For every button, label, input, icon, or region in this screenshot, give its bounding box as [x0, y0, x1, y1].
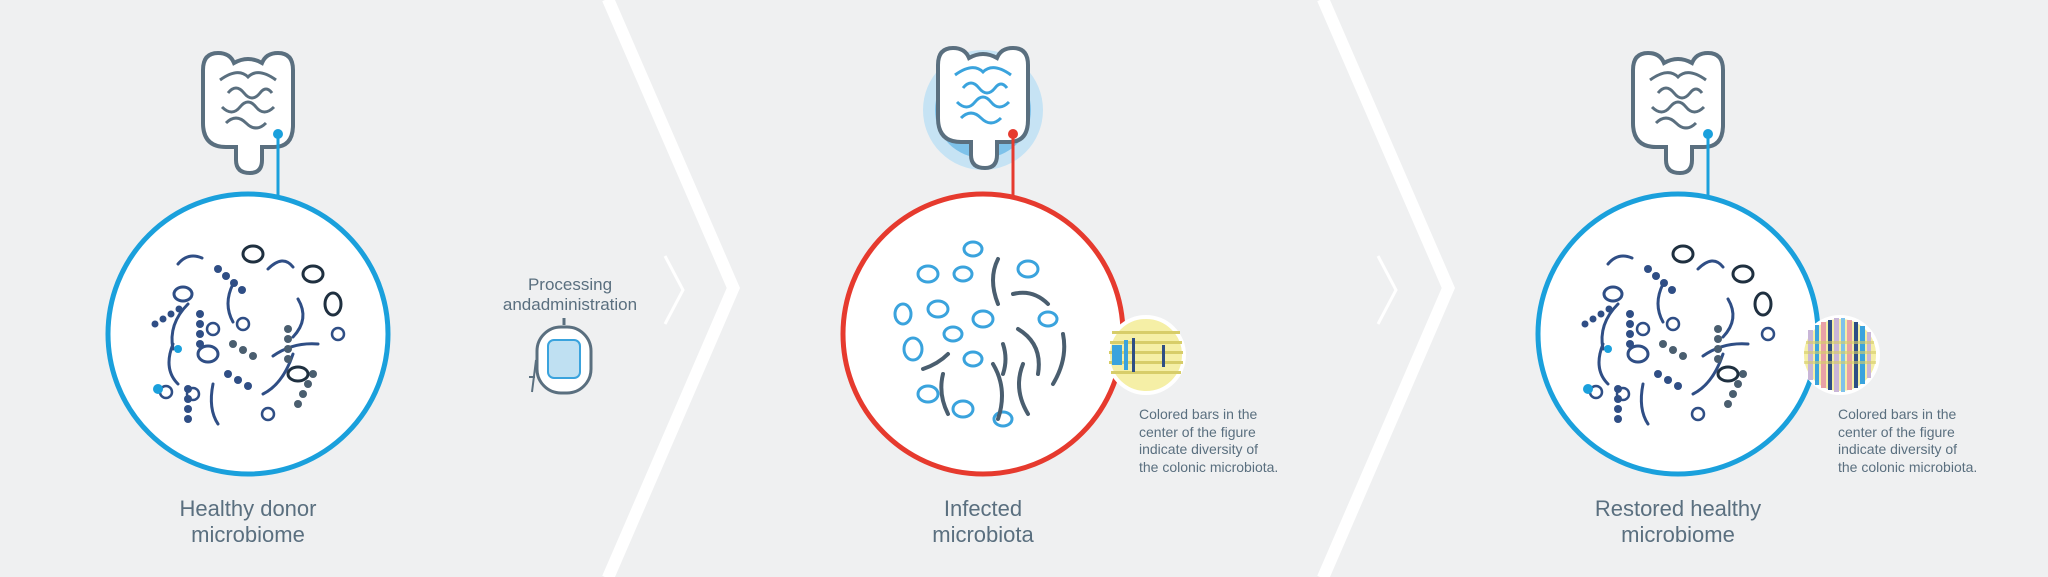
- chevron-right-icon: [1376, 255, 1398, 325]
- microbiota-circle: [840, 191, 1126, 477]
- chevron-right-icon: [663, 255, 685, 325]
- panel-restored: [1535, 51, 1880, 477]
- iv-bag-icon: [529, 318, 593, 395]
- panel-infected: [840, 46, 1186, 477]
- panel-healthy-donor: [105, 51, 391, 477]
- microbiome-circle: [1535, 191, 1821, 477]
- microbiome-circle: [105, 191, 391, 477]
- step-label: Processing andadministration: [502, 275, 638, 314]
- diversity-bars-icon: [1106, 315, 1186, 395]
- diversity-bars-icon: [1800, 315, 1880, 395]
